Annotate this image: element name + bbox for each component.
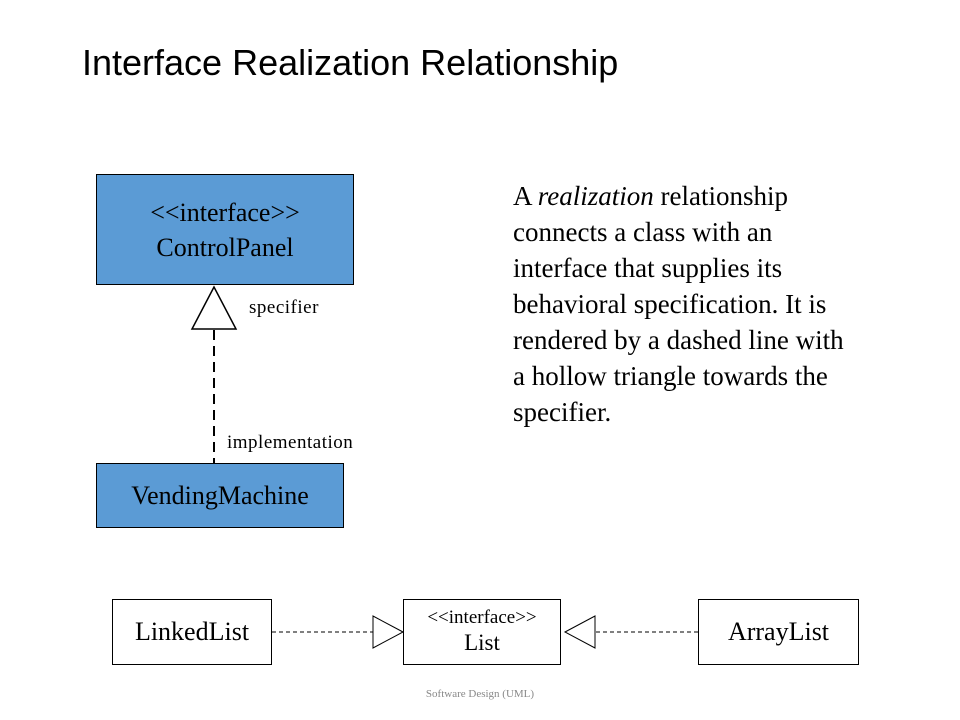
vendingmachine-class-box: VendingMachine: [96, 463, 344, 528]
interface-name: List: [464, 630, 500, 655]
hollow-triangle-arrowhead: [190, 285, 238, 330]
interface-stereotype: <<interface>>: [150, 197, 300, 227]
hollow-triangle-arrowhead-right: [563, 615, 596, 649]
description-prefix: A: [513, 181, 538, 211]
interface-name: ControlPanel: [156, 232, 294, 262]
description-rest: relationship connects a class with an in…: [513, 181, 844, 427]
interface-stereotype: <<interface>>: [427, 607, 537, 628]
list-interface-box: <<interface>> List: [403, 599, 561, 665]
slide-title: Interface Realization Relationship: [82, 42, 619, 83]
implementation-label: implementation: [227, 432, 354, 453]
class-name: VendingMachine: [131, 480, 309, 510]
arraylist-class-box: ArrayList: [698, 599, 859, 665]
linkedlist-class-box: LinkedList: [112, 599, 272, 665]
hollow-triangle-arrowhead-left: [372, 615, 405, 649]
description-text: A realization relationship connects a cl…: [513, 178, 933, 430]
slide-footer: Software Design (UML): [425, 688, 535, 700]
specifier-label: specifier: [249, 297, 319, 318]
class-name: LinkedList: [134, 617, 250, 646]
description-emphasis: realization: [537, 181, 654, 211]
controlpanel-interface-box: <<interface>> ControlPanel: [96, 174, 354, 285]
class-name: ArrayList: [727, 617, 830, 646]
